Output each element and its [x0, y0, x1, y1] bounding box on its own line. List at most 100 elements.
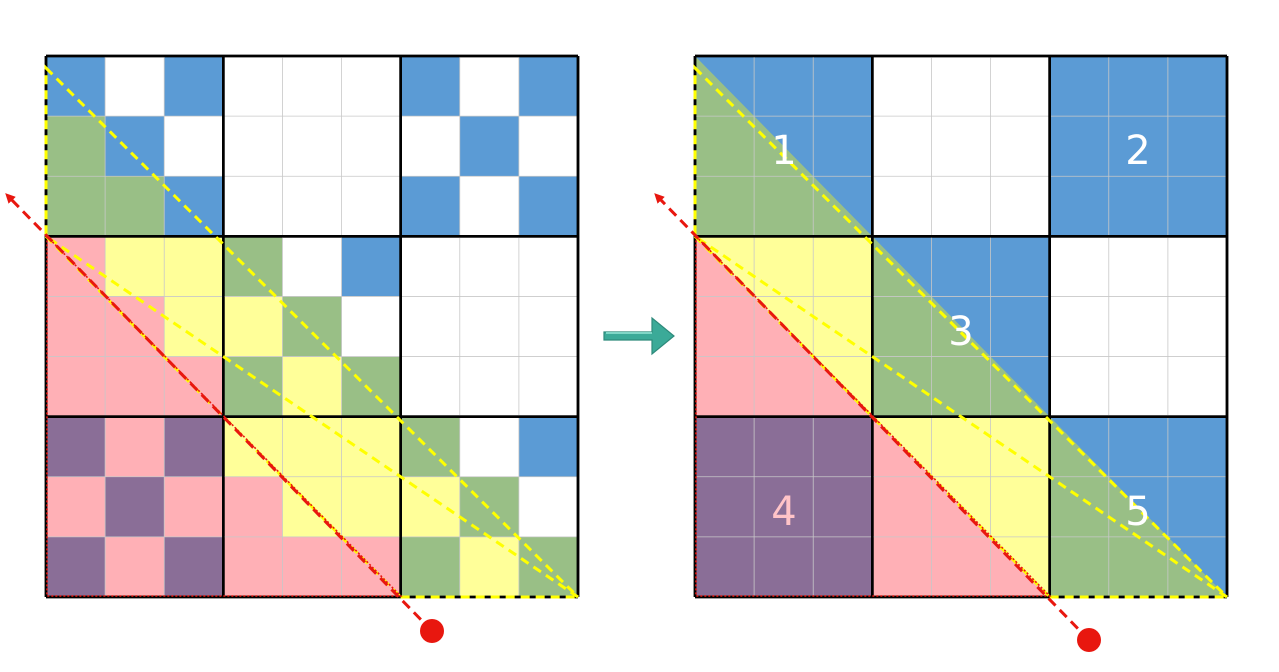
- left-cell: [164, 536, 224, 598]
- left-cell: [341, 176, 402, 237]
- left-cell: [459, 56, 520, 117]
- left-cell: [459, 116, 520, 177]
- left-cell: [518, 476, 579, 538]
- left-cell: [282, 176, 343, 237]
- left-cell: [105, 236, 165, 297]
- left-cell: [282, 56, 343, 117]
- right-red-dashed-arrow: [654, 193, 1091, 642]
- left-cell: [459, 176, 520, 237]
- left-cell: [400, 296, 461, 358]
- diag-blue-triangle: [1049, 416, 1227, 597]
- left-cell: [164, 56, 224, 117]
- left-cell: [105, 176, 165, 237]
- diag-green-triangle: [695, 56, 873, 237]
- left-dashed-outlines: [5, 64, 580, 643]
- left-cell: [223, 116, 283, 177]
- left-cell: [105, 536, 165, 598]
- left-cell: [164, 176, 224, 237]
- right-arrow-icon: [603, 316, 675, 356]
- left-cell: [459, 236, 520, 297]
- left-cell: [282, 356, 343, 418]
- left-cell: [46, 176, 106, 237]
- left-cell: [282, 536, 343, 598]
- right-block-labels: 1 2 3 4 5: [771, 128, 1150, 535]
- left-cell: [341, 356, 402, 418]
- left-cell: [400, 56, 461, 117]
- left-cell: [105, 116, 165, 177]
- left-cell: [400, 176, 461, 237]
- left-cell: [341, 416, 402, 478]
- right-block: [1049, 56, 1228, 237]
- left-cell: [105, 416, 165, 478]
- block-label-5: 5: [1125, 489, 1150, 535]
- left-cell: [459, 356, 520, 418]
- left-cell: [223, 236, 283, 297]
- left-cell: [164, 476, 224, 538]
- right-red-dot: [1077, 628, 1101, 652]
- left-cell: [400, 476, 461, 538]
- left-cell: [400, 116, 461, 177]
- right-dashed-outlines: [654, 64, 1229, 652]
- diag-blue-triangle: [872, 236, 1050, 417]
- left-cell: [518, 236, 579, 297]
- right-block: [1049, 236, 1228, 418]
- left-cell: [164, 236, 224, 297]
- left-cell: [400, 416, 461, 478]
- left-cell: [341, 296, 402, 358]
- left-cell: [518, 116, 579, 177]
- left-cell: [223, 56, 283, 117]
- left-cell: [46, 536, 106, 598]
- left-cell: [223, 176, 283, 237]
- block-label-2: 2: [1125, 128, 1150, 174]
- left-cell: [223, 476, 283, 538]
- left-grid-cells: [46, 56, 579, 598]
- left-cell: [282, 296, 343, 358]
- left-cell: [459, 536, 520, 598]
- left-cell: [341, 236, 402, 297]
- left-cell: [518, 296, 579, 358]
- left-cell: [341, 56, 402, 117]
- left-cell: [282, 236, 343, 297]
- left-grid-diagram: [5, 54, 580, 643]
- left-cell: [105, 476, 165, 538]
- left-cell: [459, 296, 520, 358]
- left-cell: [46, 296, 106, 358]
- left-cell: [518, 356, 579, 418]
- left-cell: [105, 56, 165, 117]
- left-cell: [164, 416, 224, 478]
- left-cell: [341, 116, 402, 177]
- left-red-dotted-triangle: [46, 234, 403, 597]
- left-yellow-dashed-triangle: [44, 64, 580, 599]
- left-cell: [518, 416, 579, 478]
- left-cell: [282, 416, 343, 478]
- left-red-dot: [420, 619, 444, 643]
- right-block: [872, 56, 1051, 237]
- block-label-4: 4: [771, 489, 796, 535]
- block-label-3: 3: [948, 309, 973, 355]
- left-cell: [46, 476, 106, 538]
- left-cell: [223, 296, 283, 358]
- left-cell: [400, 356, 461, 418]
- left-cell: [164, 296, 224, 358]
- left-cell: [518, 176, 579, 237]
- left-cell: [105, 356, 165, 418]
- left-cell: [223, 536, 283, 598]
- left-cell: [400, 236, 461, 297]
- block-label-1: 1: [771, 128, 796, 174]
- right-grid-diagram: 1 2 3 4 5: [654, 54, 1229, 652]
- left-cell: [46, 416, 106, 478]
- left-cell: [518, 56, 579, 117]
- left-cell: [164, 116, 224, 177]
- right-block: [695, 416, 873, 598]
- left-cell: [459, 416, 520, 478]
- left-cell: [223, 356, 283, 418]
- left-red-dashed-arrow: [5, 193, 434, 633]
- left-cell: [46, 116, 106, 177]
- right-yellow-dashed-triangle: [693, 64, 1229, 599]
- right-grid-lines: [693, 54, 1229, 599]
- left-cell: [46, 56, 106, 117]
- left-cell: [46, 356, 106, 418]
- left-cell: [282, 116, 343, 177]
- left-cell: [400, 536, 461, 598]
